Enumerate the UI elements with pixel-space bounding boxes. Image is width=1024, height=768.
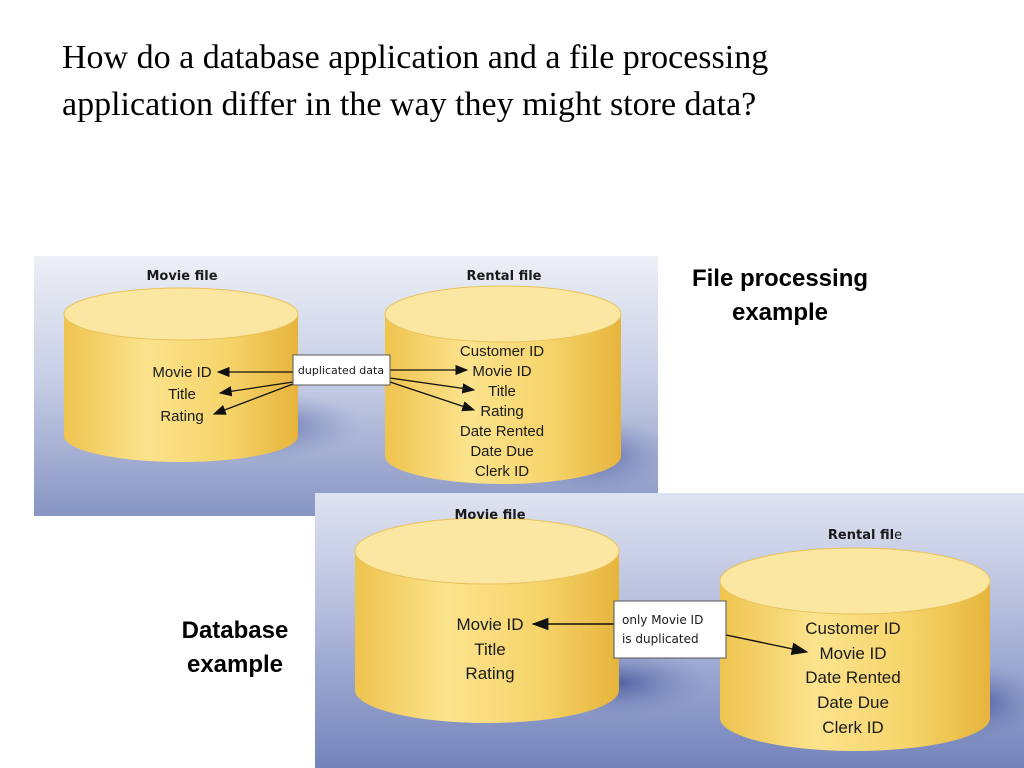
movie-field: Title bbox=[168, 386, 196, 403]
movie-field: Title bbox=[474, 640, 506, 659]
callout-line-2: is duplicated bbox=[622, 632, 699, 646]
database-label: Database example bbox=[150, 614, 320, 682]
rental-field: Clerk ID bbox=[475, 463, 529, 480]
movie-file-cylinder bbox=[63, 287, 299, 462]
rental-field: Clerk ID bbox=[822, 718, 883, 737]
rental-field: Customer ID bbox=[805, 619, 900, 638]
question-line-2: application differ in the way they might… bbox=[62, 86, 757, 123]
rental-field: Title bbox=[488, 383, 516, 400]
movie-field: Movie ID bbox=[152, 364, 211, 381]
rental-file-title: Rental file bbox=[467, 269, 542, 284]
database-diagram: Movie file Rental file Movie ID Title Ra… bbox=[315, 493, 1024, 768]
arrow-to-rating bbox=[212, 383, 294, 415]
callout-line-1: only Movie ID bbox=[622, 613, 703, 627]
file-processing-label: File processing example bbox=[660, 262, 900, 330]
rental-file-cylinder bbox=[384, 285, 622, 484]
movie-field: Rating bbox=[160, 408, 203, 425]
rental-file-title-tail: e bbox=[894, 528, 902, 543]
rental-field: Movie ID bbox=[819, 644, 886, 663]
rental-field: Movie ID bbox=[472, 363, 531, 380]
callout-text: duplicated data bbox=[298, 364, 384, 377]
rental-field: Date Due bbox=[817, 693, 889, 712]
rental-file-title: Rental file bbox=[828, 528, 902, 543]
arrow-to-title bbox=[218, 381, 294, 397]
movie-file-title: Movie file bbox=[146, 269, 217, 284]
file-processing-label-line-1: File processing bbox=[691, 265, 869, 292]
database-label-line-1: Database bbox=[181, 617, 289, 644]
rental-field: Customer ID bbox=[460, 343, 544, 360]
file-processing-diagram: Movie file Rental file Movie ID Title Ra… bbox=[34, 256, 658, 516]
movie-field: Rating bbox=[465, 664, 514, 683]
duplicated-data-callout: duplicated data bbox=[292, 354, 391, 386]
arrow-to-rental-title bbox=[389, 377, 476, 394]
rental-field: Date Rented bbox=[460, 423, 544, 440]
arrow-to-rental-rating bbox=[389, 381, 476, 412]
rental-file-cylinder bbox=[719, 547, 991, 751]
rental-field: Date Due bbox=[470, 443, 533, 460]
rental-field: Date Rented bbox=[805, 668, 900, 687]
rental-field: Rating bbox=[480, 403, 523, 420]
movie-file-title: Movie file bbox=[454, 508, 525, 523]
only-movie-id-callout: only Movie ID is duplicated bbox=[613, 600, 727, 659]
file-processing-label-line-2: example bbox=[731, 299, 829, 326]
slide-question: How do a database application and a file… bbox=[62, 34, 962, 128]
movie-file-cylinder bbox=[354, 517, 620, 723]
arrow-to-rental-movie-id bbox=[725, 634, 809, 656]
rental-file-title-main: Rental fil bbox=[828, 528, 894, 543]
database-label-line-2: example bbox=[186, 651, 284, 678]
movie-field: Movie ID bbox=[456, 615, 523, 634]
question-line-1: How do a database application and a file… bbox=[62, 39, 769, 76]
